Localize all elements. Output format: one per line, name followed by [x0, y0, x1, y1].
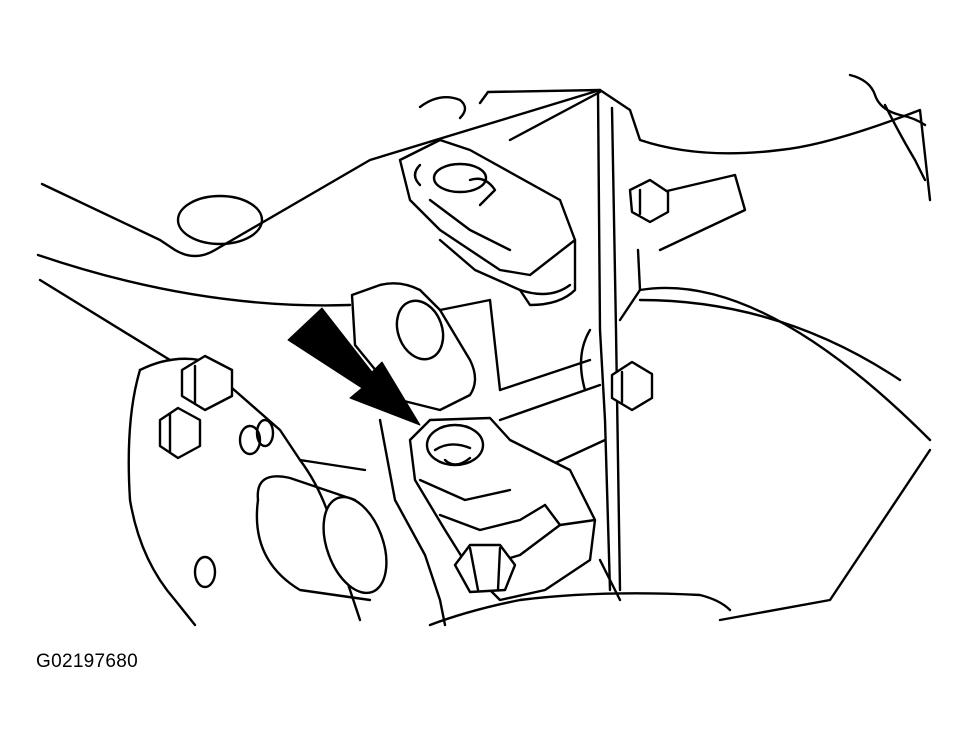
lower-nut — [453, 543, 517, 594]
flange-hole-lower — [193, 555, 217, 589]
upper-injector — [398, 138, 577, 307]
mount-bracket — [350, 282, 592, 412]
bolt-left-upper — [180, 354, 234, 412]
plate-hole — [176, 194, 264, 246]
cylinder-port — [255, 475, 388, 602]
flange-hole — [255, 418, 275, 448]
figure-id-label: G02197680 — [36, 651, 139, 672]
bolt-top-right — [628, 178, 670, 224]
bracket-hole — [395, 299, 445, 361]
upper-plate — [36, 88, 932, 362]
callout-arrow — [287, 307, 421, 426]
lower-housing — [378, 418, 732, 627]
bolt-right — [610, 360, 654, 412]
right-flange — [618, 173, 932, 622]
bracket-edge — [579, 90, 622, 592]
bolt-left-lower — [158, 406, 202, 460]
lower-injector — [408, 416, 597, 602]
wavy-edge — [848, 73, 927, 182]
